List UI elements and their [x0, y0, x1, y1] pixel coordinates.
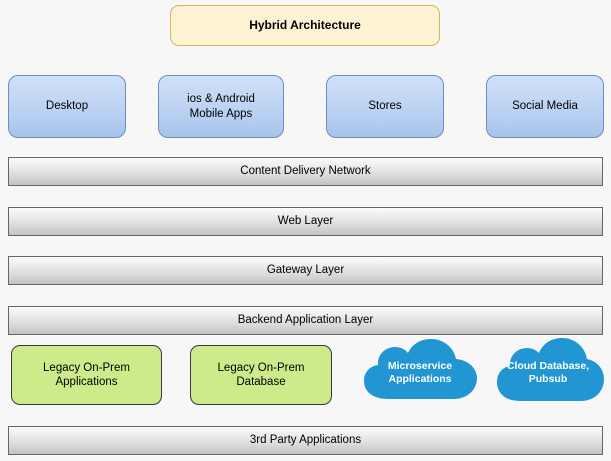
cloud-cloud-database-pubsub-label: Cloud Database, Pubsub — [506, 359, 590, 385]
layer-bar-gateway-layer-label: Gateway Layer — [266, 264, 345, 277]
cloud-shape-icon — [497, 338, 604, 401]
title-box-hybrid-architecture: Hybrid Architecture — [170, 5, 440, 46]
cloud-cloud-database-pubsub[interactable]: Cloud Database, Pubsub — [492, 335, 604, 411]
layer-bar-web-layer-label: Web Layer — [277, 215, 334, 228]
channel-box-stores[interactable]: Stores — [326, 75, 444, 138]
channel-box-social-media[interactable]: Social Media — [486, 75, 604, 138]
legacy-box-onprem-applications[interactable]: Legacy On-Prem Applications — [11, 345, 162, 405]
channel-box-social-media-label: Social Media — [512, 100, 578, 113]
legacy-box-onprem-database-label: Legacy On-Prem Database — [217, 361, 305, 388]
channel-box-stores-label: Stores — [368, 100, 402, 113]
layer-bar-3rd-party-applications[interactable]: 3rd Party Applications — [8, 426, 603, 455]
layer-bar-backend-application-layer[interactable]: Backend Application Layer — [8, 306, 603, 335]
channel-box-desktop-label: Desktop — [45, 100, 89, 113]
layer-bar-content-delivery-network-label: Content Delivery Network — [240, 165, 371, 178]
channel-box-mobile-apps-label: ios & Android Mobile Apps — [187, 93, 255, 120]
layer-bar-web-layer[interactable]: Web Layer — [8, 207, 603, 236]
legacy-box-onprem-applications-label: Legacy On-Prem Applications — [43, 361, 130, 388]
cloud-microservice-applications-label: Microservice Applications — [387, 359, 453, 385]
legacy-box-onprem-database[interactable]: Legacy On-Prem Database — [190, 345, 332, 405]
layer-bar-backend-application-layer-label: Backend Application Layer — [237, 314, 374, 327]
layer-bar-3rd-party-applications-label: 3rd Party Applications — [249, 434, 362, 447]
channel-box-mobile-apps[interactable]: ios & Android Mobile Apps — [158, 75, 284, 138]
cloud-shape-icon — [364, 339, 477, 399]
cloud-microservice-applications[interactable]: Microservice Applications — [358, 337, 482, 409]
channel-box-desktop[interactable]: Desktop — [8, 75, 126, 138]
title-box-label: Hybrid Architecture — [249, 18, 361, 33]
layer-bar-gateway-layer[interactable]: Gateway Layer — [8, 256, 603, 285]
layer-bar-content-delivery-network[interactable]: Content Delivery Network — [8, 157, 603, 186]
